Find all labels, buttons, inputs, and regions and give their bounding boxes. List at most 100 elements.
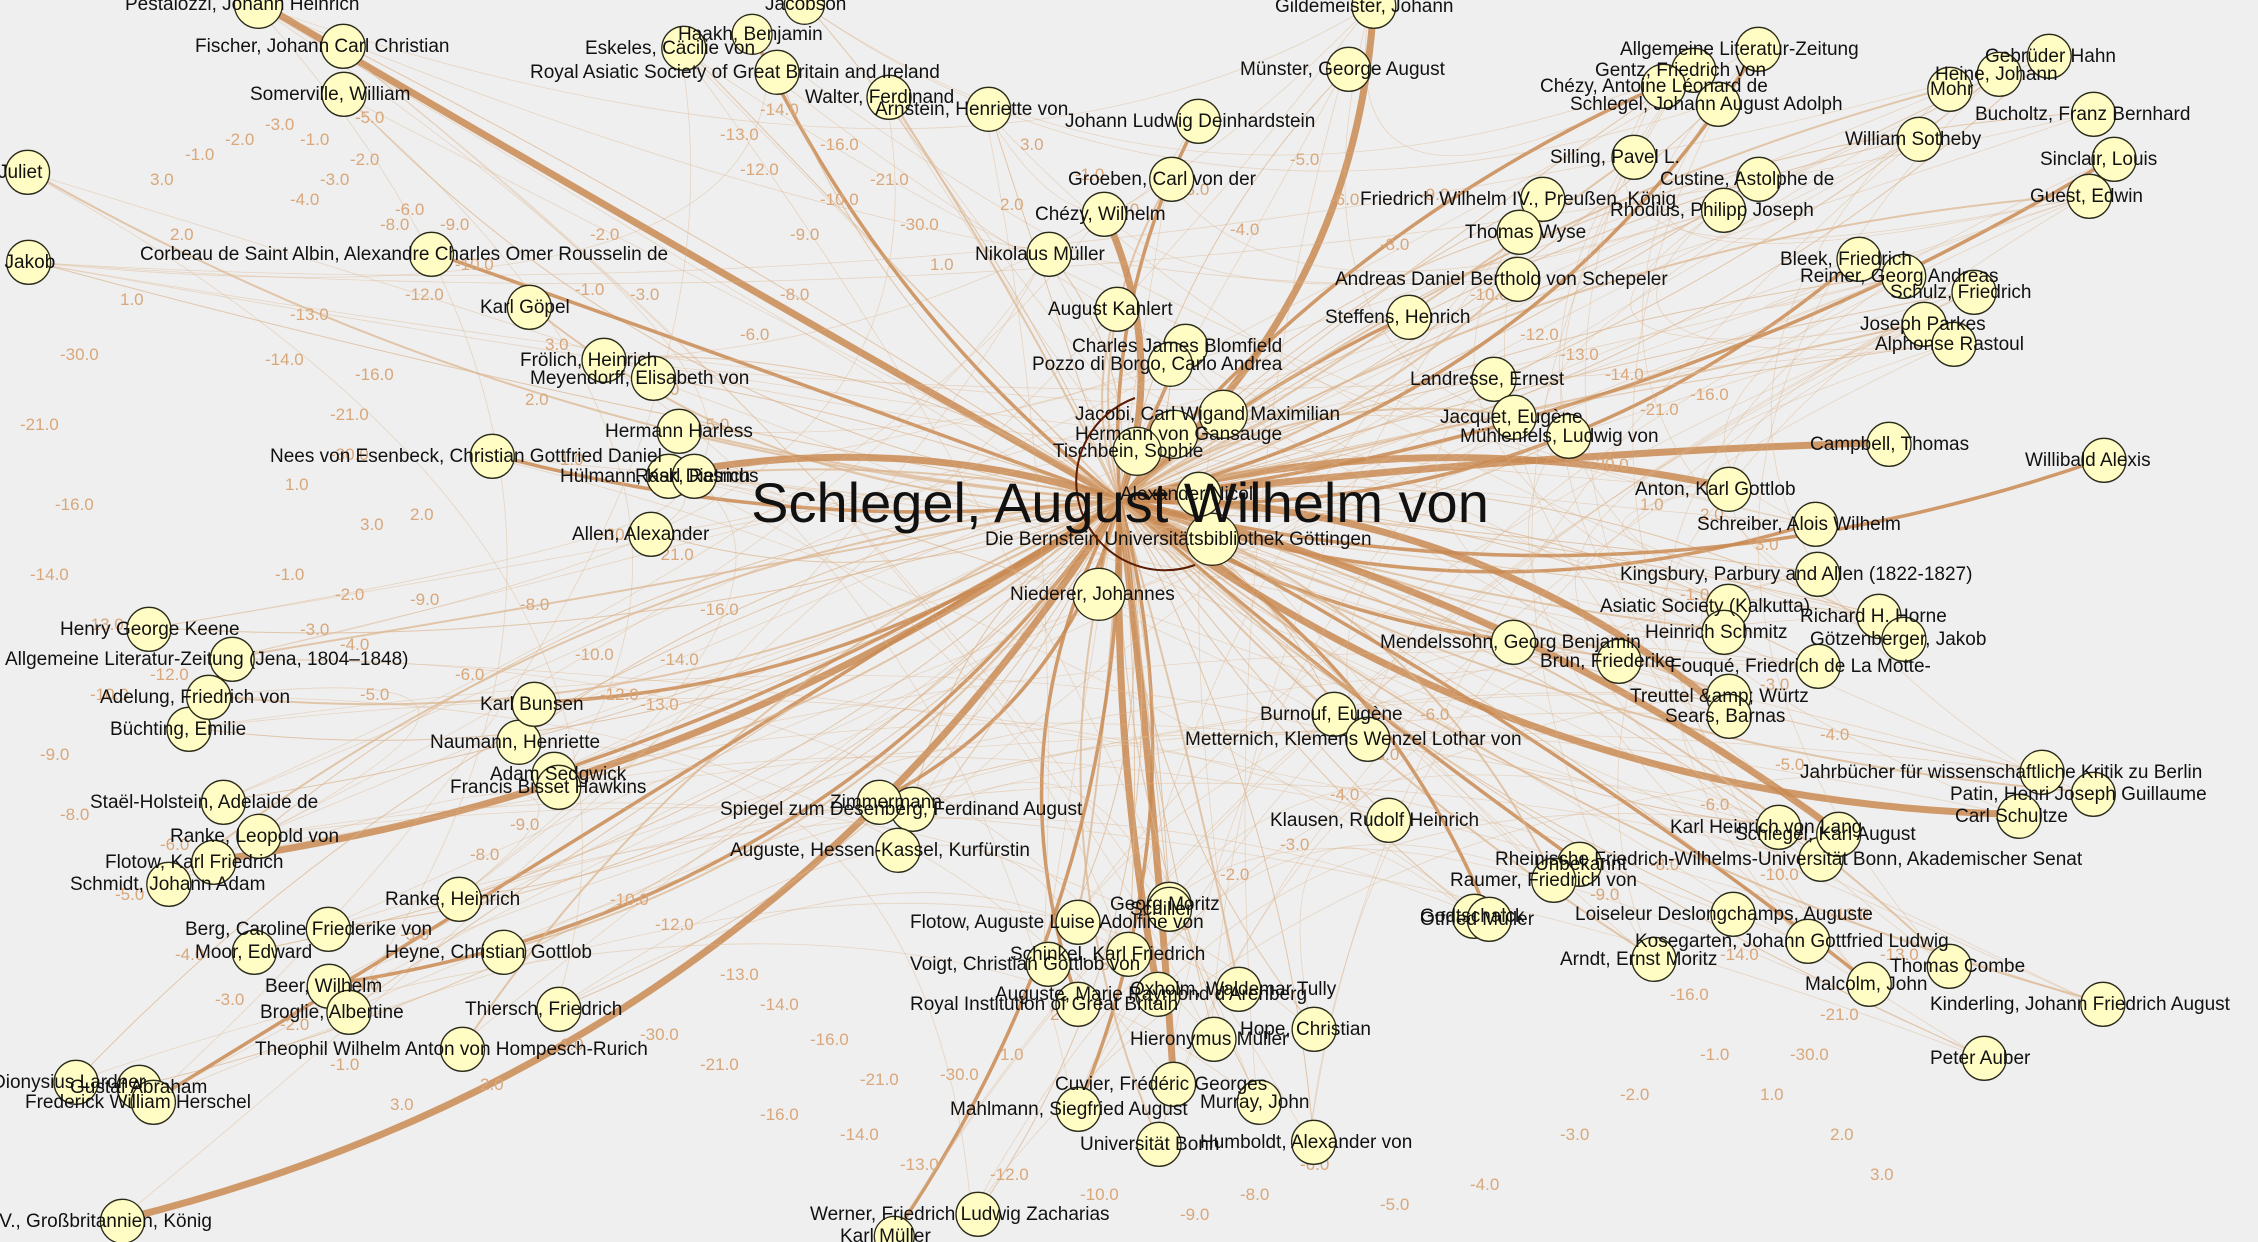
graph-node[interactable] bbox=[1700, 187, 1747, 233]
graph-node[interactable] bbox=[630, 355, 677, 401]
graph-node[interactable] bbox=[5, 239, 52, 285]
graph-node[interactable] bbox=[1640, 63, 1687, 109]
graph-node[interactable] bbox=[536, 986, 582, 1032]
graph-node[interactable] bbox=[1386, 294, 1432, 340]
graph-node[interactable] bbox=[2080, 981, 2126, 1027]
graph-node[interactable] bbox=[1365, 797, 1412, 843]
graph-node[interactable] bbox=[53, 1059, 99, 1105]
graph-node[interactable] bbox=[1816, 811, 1862, 857]
graph-node[interactable] bbox=[1185, 512, 1239, 566]
graph-node[interactable] bbox=[1496, 209, 1542, 255]
graph-node[interactable] bbox=[1175, 98, 1222, 144]
central-node-marker[interactable] bbox=[1075, 397, 1196, 572]
graph-node[interactable] bbox=[1055, 1086, 1102, 1132]
graph-node[interactable] bbox=[873, 1215, 915, 1242]
graph-node[interactable] bbox=[965, 86, 1012, 132]
graph-node[interactable] bbox=[581, 337, 627, 383]
graph-node[interactable] bbox=[320, 23, 366, 69]
graph-node[interactable] bbox=[233, 0, 284, 29]
graph-node[interactable] bbox=[783, 0, 826, 25]
graph-node[interactable] bbox=[1701, 609, 1747, 655]
graph-node[interactable] bbox=[1546, 413, 1592, 459]
graph-node[interactable] bbox=[436, 876, 482, 922]
graph-node[interactable] bbox=[628, 511, 674, 557]
graph-node[interactable] bbox=[1105, 931, 1152, 977]
graph-node[interactable] bbox=[1794, 551, 1841, 597]
graph-node[interactable] bbox=[1198, 389, 1248, 439]
graph-node[interactable] bbox=[2081, 437, 2127, 483]
graph-node[interactable] bbox=[1706, 466, 1752, 512]
graph-node[interactable] bbox=[511, 681, 557, 727]
graph-node[interactable] bbox=[1846, 961, 1892, 1007]
graph-node[interactable] bbox=[875, 827, 921, 873]
graph-node[interactable] bbox=[856, 779, 903, 825]
graph-node[interactable] bbox=[200, 779, 247, 825]
graph-node[interactable] bbox=[480, 929, 527, 975]
graph-node[interactable] bbox=[1631, 936, 1677, 982]
graph-node[interactable] bbox=[326, 989, 372, 1035]
graph-node[interactable] bbox=[236, 813, 282, 859]
graph-node[interactable] bbox=[1136, 1121, 1182, 1167]
graph-node[interactable] bbox=[866, 74, 912, 120]
graph-node[interactable] bbox=[1345, 716, 1391, 762]
graph-node[interactable] bbox=[536, 764, 582, 810]
graph-node[interactable] bbox=[1146, 886, 1193, 932]
graph-node[interactable] bbox=[1710, 891, 1756, 937]
graph-node[interactable] bbox=[1976, 51, 2022, 97]
graph-node[interactable] bbox=[1961, 1035, 2007, 1081]
graph-node[interactable] bbox=[186, 674, 232, 720]
graph-node[interactable] bbox=[1881, 253, 1927, 299]
graph-node[interactable] bbox=[408, 231, 455, 277]
graph-node[interactable] bbox=[1706, 693, 1752, 739]
graph-node[interactable] bbox=[731, 13, 773, 55]
graph-node[interactable] bbox=[1081, 191, 1127, 237]
graph-node[interactable] bbox=[1792, 501, 1839, 547]
graph-node[interactable] bbox=[1466, 896, 1512, 942]
graph-node[interactable] bbox=[754, 49, 800, 95]
graph-node[interactable] bbox=[1785, 918, 1831, 964]
graph-node[interactable] bbox=[1149, 156, 1195, 202]
graph-node[interactable] bbox=[1735, 26, 1781, 72]
graph-node[interactable] bbox=[1756, 804, 1802, 850]
graph-node[interactable] bbox=[955, 1191, 1001, 1237]
graph-node[interactable] bbox=[1881, 616, 1927, 662]
central-node-group[interactable]: Schlegel, August Wilhelm von bbox=[751, 397, 1489, 572]
graph-node[interactable] bbox=[1150, 1061, 1197, 1107]
graph-node[interactable] bbox=[1896, 116, 1942, 162]
graph-node[interactable] bbox=[191, 839, 237, 885]
graph-node[interactable] bbox=[1311, 691, 1357, 737]
graph-node[interactable] bbox=[1531, 857, 1577, 903]
graph-node[interactable] bbox=[209, 636, 255, 682]
graph-node[interactable] bbox=[1611, 134, 1657, 180]
graph-node[interactable] bbox=[1112, 426, 1162, 476]
graph-node[interactable] bbox=[2019, 749, 2065, 795]
graph-node[interactable] bbox=[1026, 231, 1072, 277]
graph-node[interactable] bbox=[1290, 1119, 1337, 1165]
graph-node[interactable] bbox=[2070, 771, 2116, 817]
graph-node[interactable] bbox=[126, 606, 172, 652]
graph-node[interactable] bbox=[1736, 156, 1782, 202]
graph-node[interactable] bbox=[1176, 471, 1222, 517]
graph-node[interactable] bbox=[321, 71, 367, 117]
graph-node[interactable] bbox=[1216, 966, 1262, 1012]
graph-node[interactable] bbox=[1025, 941, 1071, 987]
graph-node[interactable] bbox=[2070, 91, 2117, 137]
graph-node[interactable] bbox=[130, 1079, 177, 1125]
graph-node[interactable] bbox=[1072, 567, 1126, 621]
graph-node[interactable] bbox=[2091, 136, 2137, 182]
graph-node[interactable] bbox=[1326, 46, 1372, 92]
graph-node[interactable] bbox=[4, 149, 51, 195]
graph-node[interactable] bbox=[1520, 176, 1566, 222]
graph-node[interactable] bbox=[1927, 66, 1973, 112]
graph-node[interactable] bbox=[1795, 643, 1841, 689]
graph-node[interactable] bbox=[1351, 0, 1397, 29]
graph-node[interactable] bbox=[1055, 981, 1101, 1027]
graph-node[interactable] bbox=[671, 453, 717, 499]
graph-node[interactable] bbox=[1596, 638, 1642, 684]
graph-node[interactable] bbox=[1836, 236, 1882, 282]
graph-node[interactable] bbox=[1491, 394, 1537, 440]
graph-node[interactable] bbox=[1135, 971, 1181, 1017]
graph-node[interactable] bbox=[1926, 943, 1972, 989]
